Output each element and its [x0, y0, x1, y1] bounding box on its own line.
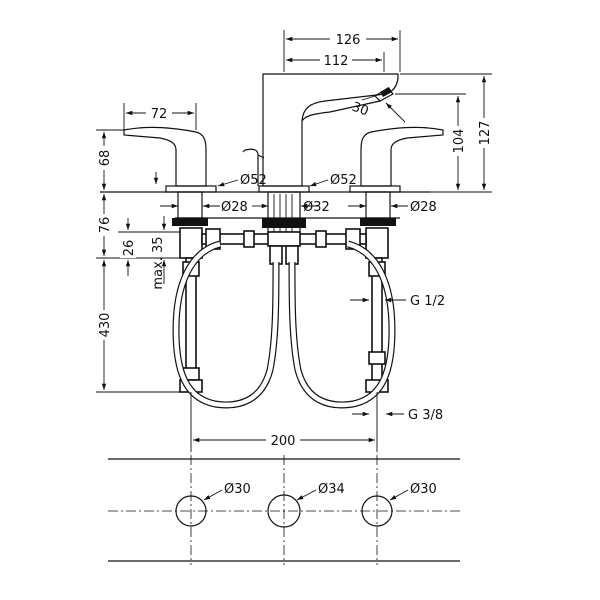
faucet-assembly — [100, 73, 444, 409]
dim-127-label: 127 — [478, 121, 493, 146]
tee-mid-left — [243, 230, 255, 248]
center-hose-fittings — [269, 245, 299, 265]
dim-28-left-label: Ø28 — [221, 200, 248, 215]
left-shank — [177, 191, 203, 219]
dim-52-left-leader — [217, 179, 239, 187]
left-handle — [123, 126, 207, 187]
right-nut — [360, 218, 396, 226]
hole-center-label: Ø34 — [318, 482, 345, 497]
dim-72-label: 72 — [151, 107, 168, 122]
dim-430-label: 430 — [98, 313, 113, 338]
dim-52-left-label: Ø52 — [240, 173, 267, 188]
left-nut — [172, 218, 208, 226]
dim-52-center-leader — [309, 179, 329, 187]
hole-left — [175, 495, 207, 527]
hose-loops — [172, 240, 396, 409]
dim-35-label: max. 35 — [151, 236, 166, 289]
dim-26-label: 26 — [122, 240, 137, 257]
dim-200-label: 200 — [271, 434, 296, 449]
center-nut — [262, 218, 306, 228]
hole-right — [361, 495, 393, 527]
dim-52-center-label: Ø52 — [330, 173, 357, 188]
hole-right-label: Ø30 — [410, 482, 437, 497]
dim-28-right-label: Ø28 — [410, 200, 437, 215]
dim-76-label: 76 — [98, 217, 113, 234]
right-handle — [360, 126, 444, 187]
dimensions: 126 112 30 72 104 127 68 Ø52 — [96, 30, 493, 452]
dim-68-label: 68 — [98, 150, 113, 167]
spout — [262, 73, 399, 187]
dim-112-label: 112 — [324, 54, 349, 69]
dim-g12-label: G 1/2 — [410, 294, 445, 309]
dim-30-arrow — [385, 102, 406, 123]
hole-left-label: Ø30 — [224, 482, 251, 497]
popup-rod — [242, 148, 265, 186]
dim-30-label: 30 — [350, 100, 371, 120]
right-base-plate — [349, 185, 401, 193]
dim-104-label: 104 — [452, 129, 467, 154]
left-base-plate — [165, 185, 217, 193]
dim-g38-label: G 3/8 — [408, 408, 443, 423]
tee-mid-right — [315, 230, 327, 248]
hole-center — [267, 494, 301, 528]
dim-126-label: 126 — [336, 33, 361, 48]
dim-32-label: Ø32 — [303, 200, 330, 215]
center-connector — [267, 231, 301, 247]
deck-hole-plan: Ø30 Ø34 Ø30 — [108, 455, 460, 565]
right-shank — [365, 191, 391, 219]
